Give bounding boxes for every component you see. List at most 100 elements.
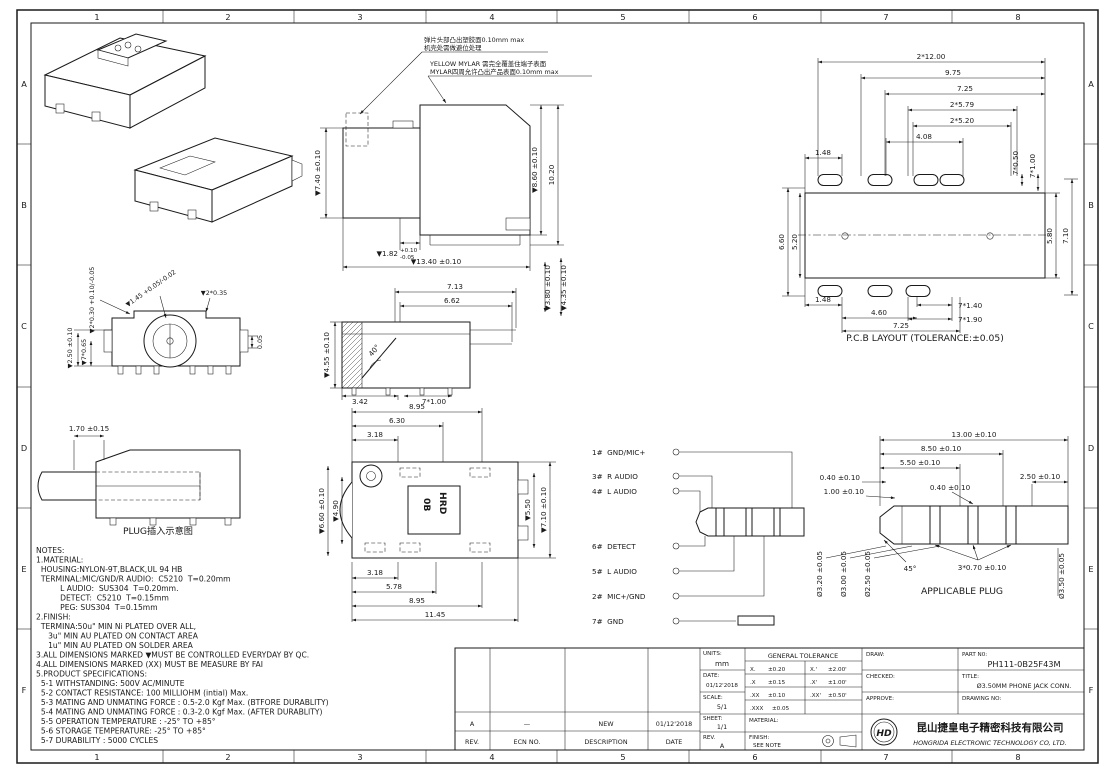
dim-label: 7.13 (447, 282, 463, 291)
dim-label: 8.95 (409, 402, 425, 411)
side-view-barrel (342, 127, 421, 219)
pin-label: 5# L AUDIO (592, 567, 637, 576)
notes-line: DETECT: C5210 T=0.15mm (36, 594, 169, 603)
dim-label: 7*1.40 (958, 301, 983, 310)
tol-cell: ±0.15 (768, 680, 786, 686)
applicable-plug-view: 13.00 ±0.10 8.50 ±0.10 5.50 ±0.10 0.40 ±… (815, 430, 1069, 599)
rev-header: REV. (465, 738, 479, 746)
ground-pad (737, 615, 775, 626)
dim-label: ▼1.45 +0.05/-0.02 (124, 268, 177, 309)
checked-label: CHECKED: (866, 674, 895, 680)
tol-cell: ±2.00' (828, 667, 847, 673)
rev-header: DATE (666, 738, 683, 746)
notes-line: 5-4 MATING AND UNMATING FORCE : 0.3-2.0 … (36, 708, 323, 717)
grid-col-label: 2 (225, 12, 230, 22)
draw-label: DRAW: (866, 652, 885, 658)
scale-value: 5/1 (717, 703, 727, 711)
units-label: UNITS: (703, 651, 722, 657)
dim-label: 1.70 ±0.15 (69, 424, 109, 433)
notes-line: 5-5 OPERATION TEMPERATURE : -25° TO +85° (36, 717, 216, 726)
grid-col-label: 3 (357, 752, 362, 762)
dim-label: 7*0.50 (1011, 150, 1020, 175)
notes-line: 5-2 CONTACT RESISTANCE: 100 MILLIOHM (in… (36, 689, 248, 698)
pin-label: 6# DETECT (592, 542, 636, 551)
dim-label: 6.30 (389, 416, 405, 425)
title-value: Ø3.50MM PHONE JACK CONN. (977, 682, 1072, 690)
title-block: A — NEW 01/12'2018 REV. ECN NO. DESCRIPT… (454, 647, 1085, 751)
grid-row-label: F (22, 685, 27, 695)
iso-view-upper (43, 33, 207, 129)
pcb-dims (782, 58, 1078, 333)
pin-terminals (672, 448, 680, 625)
company-name-en: HONGRIDA ELECTRONIC TECHNOLOGY CO, LTD. (913, 739, 1066, 747)
dim-label: 5.50 ±0.10 (900, 458, 941, 467)
front-view: ▼2*0.30 +0.10/-0.05 ▼1.45 +0.05/-0.02 ▼2… (66, 267, 264, 375)
wiring-lines (679, 451, 793, 622)
grid-row-label: A (1088, 79, 1094, 89)
dim-label: ▼4.55 ±0.10 (322, 332, 331, 378)
dim-label: 7.10 (1061, 228, 1070, 244)
rev-header: ECN NO. (514, 738, 541, 746)
grid-col-label: 7 (883, 12, 888, 22)
grid-row-label: A (21, 79, 27, 89)
dim-label: 0.40 ±0.10 (930, 483, 971, 492)
dim-label: 0.40 ±0.10 (820, 473, 861, 482)
view-caption: P.C.B LAYOUT (TOLERANCE:±0.05) (846, 333, 1004, 344)
date-value: 01/12'2018 (706, 683, 738, 689)
wiring-diagram: 1# GND/MIC+ 3# R AUDIO 4# L AUDIO 6# DET… (592, 448, 805, 626)
dim-label: 5.80 (1045, 228, 1054, 244)
grid-col-label: 5 (620, 12, 625, 22)
rev-cell: 01/12'2018 (656, 720, 692, 728)
plug-insert-view: 1.70 ±0.15 PLUG插入示意图 (37, 424, 241, 537)
drawing-no-label: DRAWING NO: (962, 696, 1001, 702)
tol-cell: ±0.50' (828, 693, 847, 699)
notes-line: 1.MATERIAL: (36, 556, 83, 565)
dim-label: ▼3.80 ±0.10 (543, 265, 552, 311)
rev-cell: — (524, 720, 531, 728)
inserted-plug (37, 471, 97, 501)
dim-label: 1.48 (815, 295, 831, 304)
dim-label: 5.20 (790, 234, 799, 250)
tol-cell: ±0.05 (772, 706, 790, 712)
dim-label: 5.78 (386, 582, 402, 591)
notes-line: 5-6 STORAGE TEMPERATURE: -25° TO +85° (36, 727, 206, 736)
rev-cell: A (470, 720, 475, 728)
grid-labels: 1 2 3 4 5 6 7 8 1 2 3 4 5 6 7 8 A B C D … (21, 12, 1094, 762)
company-name-cn: 昆山捷皇电子精密科技有限公司 (917, 721, 1064, 734)
grid-row-label: B (1088, 200, 1094, 210)
dim-label: 13.00 ±0.10 (952, 430, 997, 439)
dim-label: 7.25 (893, 321, 909, 330)
grid-col-label: 7 (883, 752, 888, 762)
tol-cell: X. (750, 667, 756, 673)
dim-label: 3.18 (367, 430, 383, 439)
pin-label: 3# R AUDIO (592, 472, 638, 481)
approve-label: APPROVE: (866, 696, 894, 702)
dim-label: 7*1.90 (958, 315, 983, 324)
part-marking: HRD (437, 492, 448, 515)
pin-label: 4# L AUDIO (592, 487, 637, 496)
sheet-value: 1/1 (717, 723, 727, 731)
dim-label: 2.50 ±0.10 (1020, 472, 1061, 481)
grid-col-label: 8 (1015, 12, 1020, 22)
notes-line: 3.ALL DIMENSIONS MARKED ▼MUST BE CONTROL… (36, 651, 309, 660)
wiring-plug-sketch (695, 507, 805, 537)
dim-label: ▼6.60 ±0.10 (317, 488, 326, 534)
dim-label: ▼8.60 ±0.10 (530, 147, 539, 193)
dim-label: 1.00 ±0.10 (824, 487, 865, 496)
grid-col-label: 6 (752, 12, 757, 22)
part-no-label: PART N0: (962, 652, 987, 658)
rev-label: REV. (703, 735, 716, 741)
callout-notes: 弹片头部凸出塑胶面0.10mm max 机壳处需做避位处理 YELLOW MYL… (359, 35, 592, 115)
notes-line: 3u" MIN AU PLATED ON CONTACT AREA (36, 632, 199, 641)
dim-label: Ø2.50 ±0.05 (863, 551, 872, 597)
tol-cell: ±0.10 (768, 693, 786, 699)
dim-label: 3.18 (367, 568, 383, 577)
tol-cell: .XX (750, 693, 760, 699)
grid-row-label: C (1088, 321, 1094, 331)
boss-circle (359, 464, 383, 488)
dim-label: ▼13.40 ±0.10 (411, 257, 462, 266)
dim-label: ▼4.35 ±0.10 (559, 265, 568, 311)
dim-tolerance: +0.10 (400, 248, 418, 254)
